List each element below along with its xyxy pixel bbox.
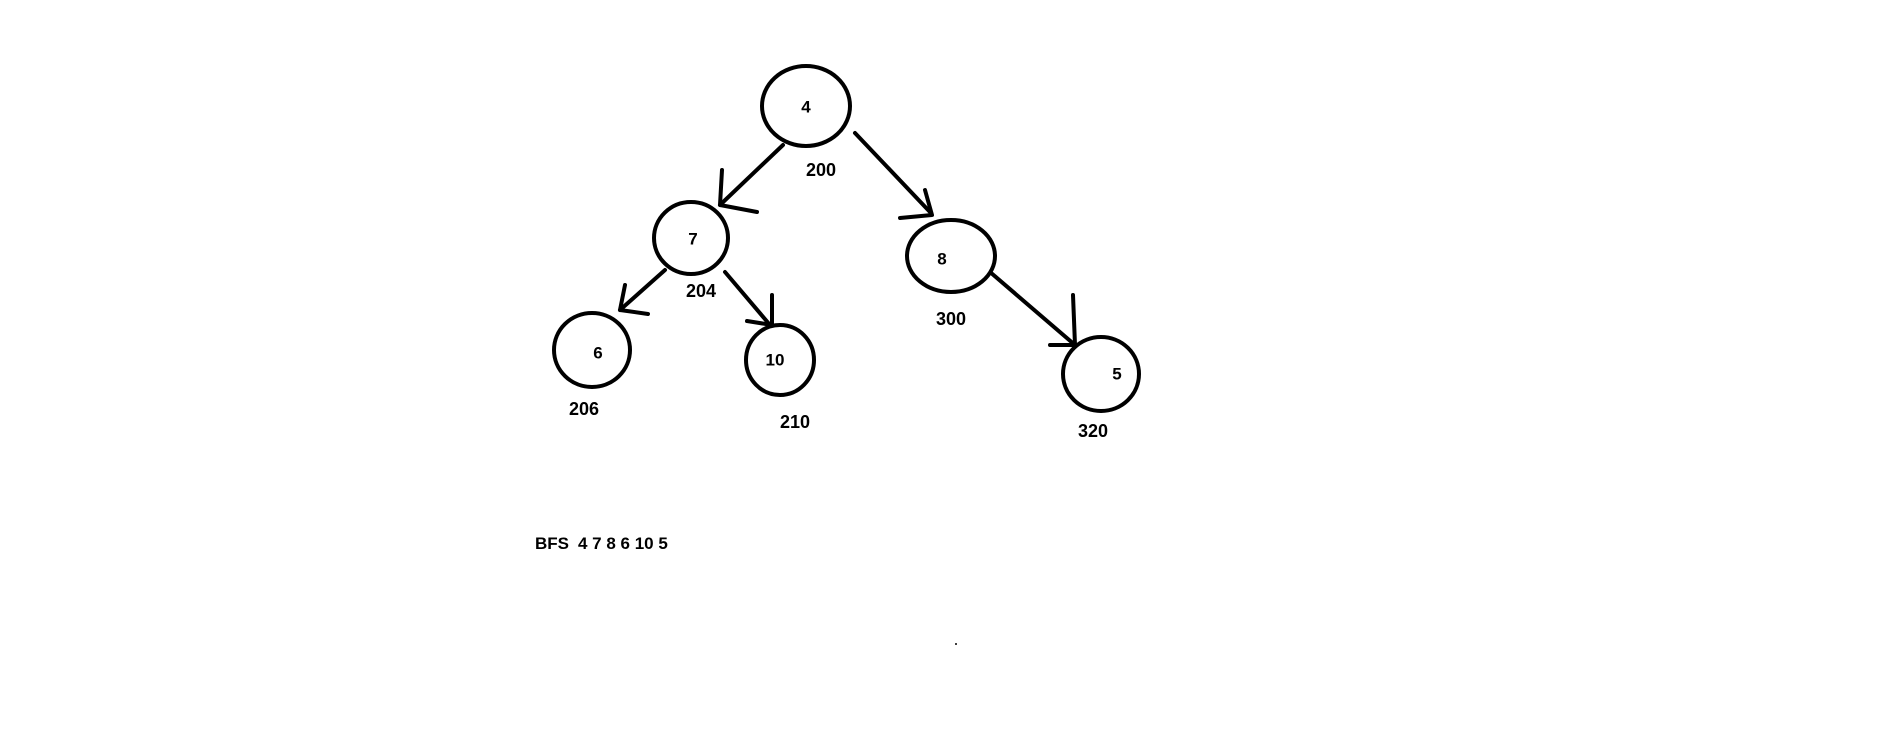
tree-node-4: 4 200 [760, 64, 852, 180]
node-address: 200 [806, 160, 836, 180]
tree-node-7: 7 204 [652, 200, 730, 301]
stray-dot [955, 643, 957, 645]
edges [618, 131, 1077, 347]
node-circle [552, 311, 632, 389]
node-circle [1061, 335, 1141, 413]
node-label: 10 [766, 350, 785, 369]
node-address: 300 [936, 309, 966, 329]
node-circle [744, 323, 816, 397]
node-circle [760, 64, 852, 148]
node-label: 5 [1112, 364, 1121, 383]
node-circle [905, 218, 997, 294]
node-label: 4 [801, 97, 811, 116]
bfs-traversal: BFS 4 7 8 6 10 5 [535, 534, 668, 553]
node-label: 8 [937, 249, 946, 268]
tree-node-6: 6 206 [552, 311, 632, 419]
edge-7-to-6 [618, 268, 667, 316]
node-circle [652, 200, 730, 276]
edge-7-to-10 [723, 270, 774, 327]
bfs-order: 4 7 8 6 10 5 [578, 534, 668, 553]
node-address: 204 [686, 281, 716, 301]
node-address: 206 [569, 399, 599, 419]
node-label: 6 [593, 343, 602, 362]
edge-4-to-8 [853, 131, 934, 220]
edge-8-to-5 [988, 270, 1077, 347]
node-label: 7 [688, 229, 697, 248]
tree-node-5: 5 320 [1061, 335, 1141, 441]
node-address: 210 [780, 412, 810, 432]
tree-node-8: 8 300 [905, 218, 997, 329]
tree-node-10: 10 210 [744, 323, 816, 432]
bfs-label: BFS [535, 534, 569, 553]
node-address: 320 [1078, 421, 1108, 441]
edge-4-to-7 [718, 143, 785, 214]
